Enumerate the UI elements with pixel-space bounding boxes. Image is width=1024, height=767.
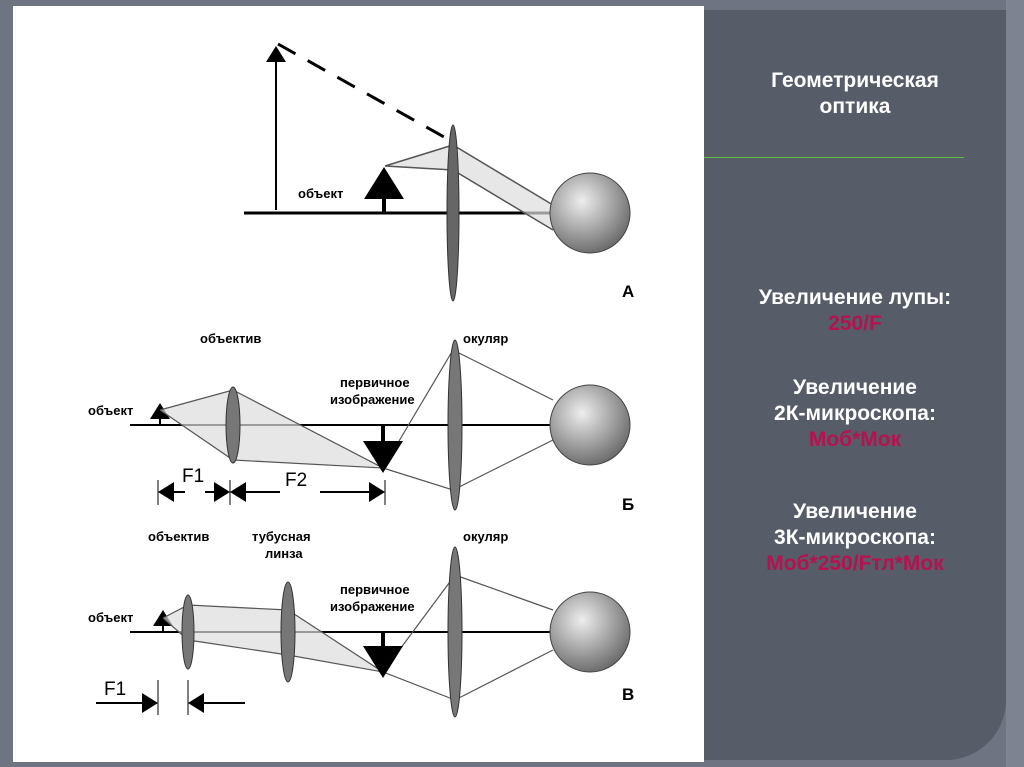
eye-icon [549,172,631,254]
tube-lens [280,581,296,683]
loupe-formula: 250/F [828,312,882,335]
diagram-area: объект А объектив окуляр объект первично… [13,6,704,762]
diagram-b: объектив окуляр объект первичное изображ… [88,331,634,514]
letter-b: Б [622,495,634,514]
diagram-c: объектив тубусная линза окуляр объект пе… [88,529,634,718]
primary-image-label: первичное [340,582,410,597]
divider [704,157,964,158]
micro3-block: Увеличение 3К-микроскопа: Моб*250/Fтл*Мо… [704,499,1006,577]
letter-c: В [622,685,634,704]
object-label: объект [88,403,133,418]
diagram-a: объект А [244,42,634,302]
object-label: объект [88,610,133,625]
micro2-line-2: 2К-микроскопа: [774,402,936,425]
loupe-label: Увеличение лупы: [758,286,952,309]
lens [446,124,460,302]
primary-image-label-2: изображение [330,599,415,614]
title-line-2: оптика [819,95,891,118]
f1-label: F1 [182,466,204,487]
f2-label: F2 [285,470,307,491]
letter-a: А [622,282,634,301]
objective-lens [181,594,195,670]
micro2-formula: Моб*Мок [808,428,902,451]
loupe-block: Увеличение лупы: 250/F [704,285,1006,337]
objective-label: объектив [200,331,261,346]
eye-icon [549,591,631,673]
dashed-ray [277,42,454,144]
text-panel: Геометрическая оптика Увеличение лупы: 2… [704,10,1006,760]
eyepiece-lens [447,339,463,511]
micro3-line-2: 3К-микроскопа: [774,526,936,549]
eyepiece-label: окуляр [463,331,508,346]
micro3-formula: Моб*250/Fтл*Мок [766,552,944,575]
eye-icon [549,384,631,466]
tube-lens-label-2: линза [265,546,303,561]
eyepiece-lens [447,546,463,718]
objective-lens [225,386,241,464]
micro2-block: Увеличение 2К-микроскопа: Моб*Мок [704,375,1006,453]
optics-diagram: объект А объектив окуляр объект первично… [88,42,634,718]
primary-image-label-2: изображение [330,392,415,407]
objective-label: объектив [148,529,209,544]
eyepiece-label: окуляр [463,529,508,544]
f1-label: F1 [104,679,126,700]
primary-image-label: первичное [340,375,410,390]
micro3-line-1: Увеличение [793,500,917,523]
object-label: объект [298,186,343,201]
panel-title: Геометрическая оптика [704,68,1006,120]
tube-lens-label: тубусная [252,529,311,544]
title-line-1: Геометрическая [771,69,939,92]
micro2-line-1: Увеличение [793,376,917,399]
slide-frame [1006,0,1024,767]
